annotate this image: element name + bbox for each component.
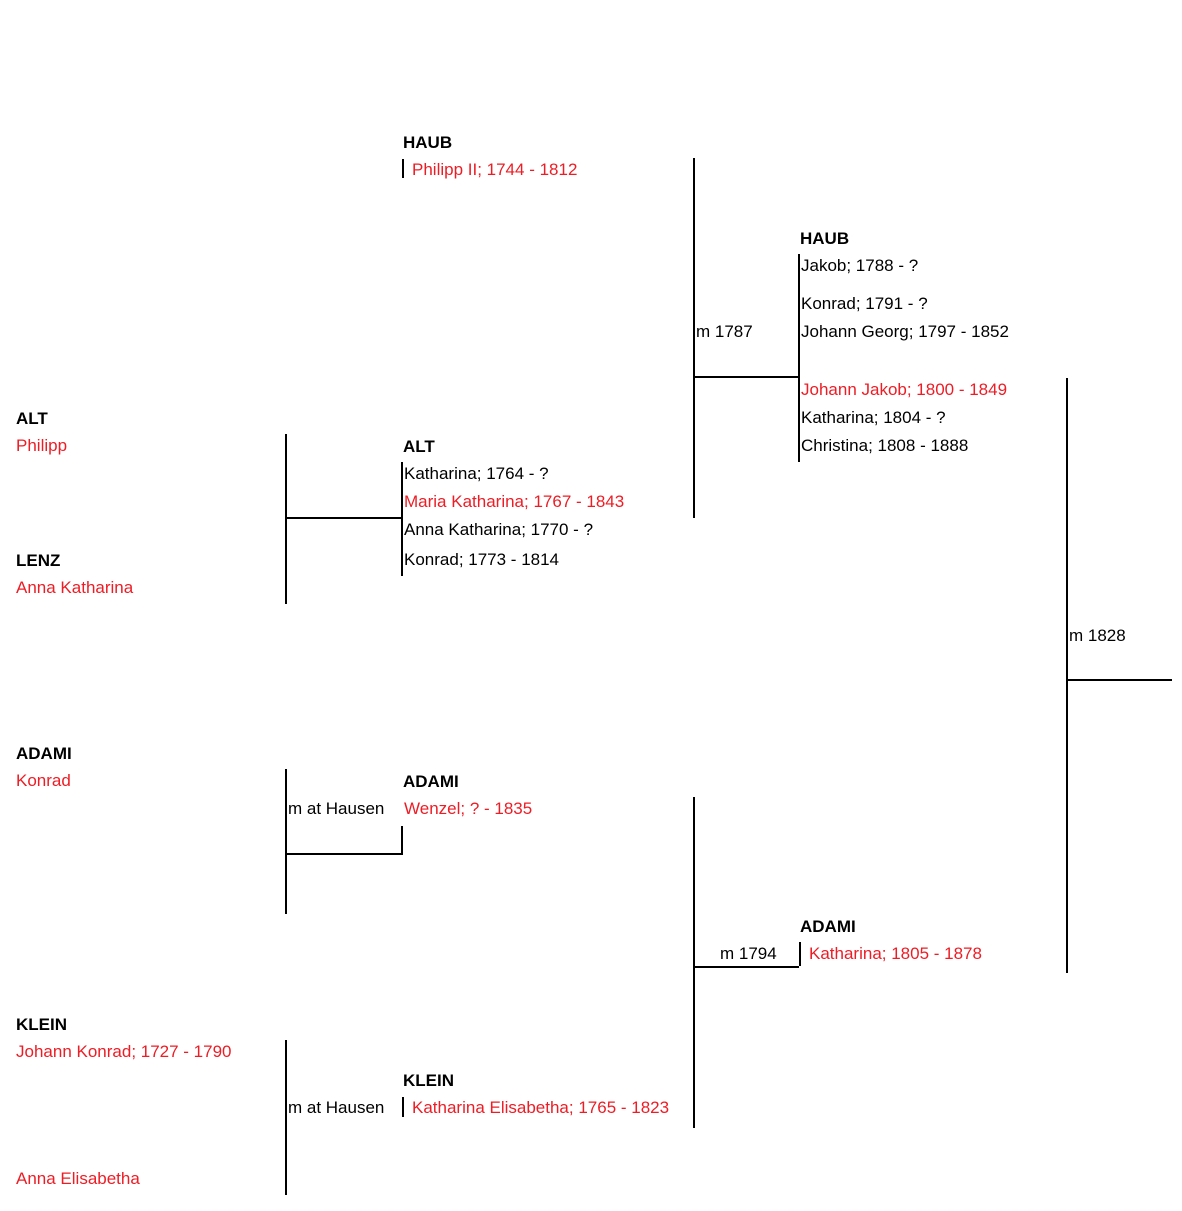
child-haub-6: Christina; 1808 - 1888 [801,436,969,455]
person-anna-katharina-lenz: Anna Katharina [16,578,134,597]
connector-adami-horizontal [285,853,403,855]
surname-adami-gen2: ADAMI [800,917,856,936]
child-haub-3: Johann Georg; 1797 - 1852 [801,322,1009,341]
connector-haub-alt-horizontal [693,376,799,378]
tick-haub-gen1 [402,159,404,178]
child-haub-5: Katharina; 1804 - ? [801,408,946,427]
connector-klein-vertical [285,1040,287,1195]
marriage-label-1787: m 1787 [696,322,753,341]
marriage-label-1828: m 1828 [1069,626,1126,645]
child-alt-2: Maria Katharina; 1767 - 1843 [404,492,625,511]
surname-haub-gen1: HAUB [403,133,453,152]
connector-adami-tick [401,826,403,855]
person-philipp-ii-haub: Philipp II; 1744 - 1812 [412,160,578,179]
connector-final-vertical [1066,378,1068,973]
person-katharina-elisabetha-klein: Katharina Elisabetha; 1765 - 1823 [412,1098,670,1117]
child-haub-1: Jakob; 1788 - ? [801,256,919,275]
child-haub-4: Johann Jakob; 1800 - 1849 [801,380,1008,399]
surname-alt-gen0: ALT [16,409,48,428]
tick-adami-gen2 [799,942,801,966]
surname-haub-gen2: HAUB [800,229,850,248]
connector-adami-vertical [285,769,287,914]
surname-adami-gen1: ADAMI [403,772,459,791]
surname-adami-gen0: ADAMI [16,744,72,763]
surname-alt-gen1: ALT [403,437,435,456]
child-haub-2: Konrad; 1791 - ? [801,294,928,313]
child-alt-1: Katharina; 1764 - ? [404,464,549,483]
tick-klein-gen1 [402,1097,404,1117]
person-johann-konrad-klein: Johann Konrad; 1727 - 1790 [16,1042,232,1061]
child-alt-3: Anna Katharina; 1770 - ? [404,520,594,539]
person-katharina-adami: Katharina; 1805 - 1878 [809,944,982,963]
connector-alt-lenz-horizontal [285,517,402,519]
surname-klein-gen0: KLEIN [16,1015,67,1034]
person-anna-elisabetha: Anna Elisabetha [16,1169,140,1188]
bracket-alt-children [401,462,403,576]
connector-alt-lenz-vertical [285,434,287,604]
marriage-label-1794: m 1794 [720,944,777,963]
person-wenzel-adami: Wenzel; ? - 1835 [404,799,533,818]
marriage-label-klein: m at Hausen [288,1098,385,1117]
bracket-haub-children [798,254,800,462]
surname-lenz-gen0: LENZ [16,551,61,570]
marriage-label-adami: m at Hausen [288,799,385,818]
surname-klein-gen1: KLEIN [403,1071,454,1090]
connector-adami-klein-vertical [693,797,695,1128]
child-alt-4: Konrad; 1773 - 1814 [404,550,560,569]
connector-haub-alt-vertical [693,158,695,518]
person-konrad-adami: Konrad [16,771,71,790]
connector-final-horizontal [1066,679,1172,681]
person-philipp-alt: Philipp [16,436,68,455]
connector-adami-klein-horizontal [693,966,799,968]
